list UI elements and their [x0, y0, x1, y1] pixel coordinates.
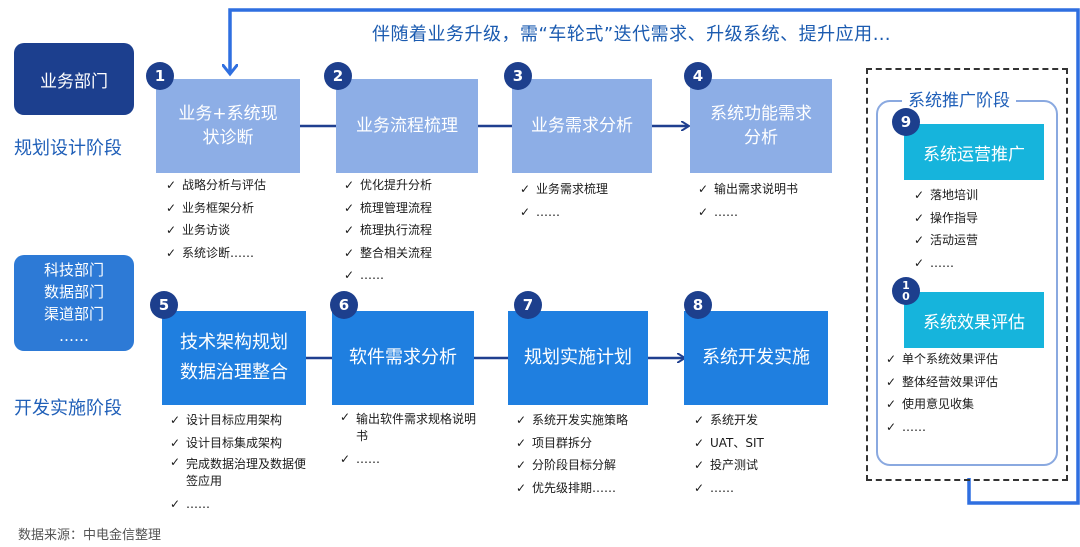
step-6-box: 软件需求分析 [332, 311, 474, 405]
list-item: …… [340, 448, 480, 471]
step-8-number: 8 [684, 291, 712, 319]
list-item: 项目群拆分 [516, 432, 666, 455]
step-3-number: 3 [504, 62, 532, 90]
list-item: 业务需求梳理 [520, 178, 670, 201]
step-3-title: 业务需求分析 [531, 116, 633, 136]
list-item: 操作指导 [914, 207, 1044, 230]
list-item: 输出需求说明书 [698, 178, 848, 201]
list-item: …… [914, 252, 1044, 275]
promotion-stage-dashed-frame [866, 68, 1068, 481]
list-item: 梳理执行流程 [344, 219, 494, 242]
step-1-box: 业务+系统现 状诊断 [156, 79, 300, 173]
step-10-box: 系统效果评估 [904, 292, 1044, 348]
list-item: UAT、SIT [694, 432, 834, 455]
step-9-number: 9 [892, 108, 920, 136]
step-1-list: 战略分析与评估 业务框架分析 业务访谈 系统诊断…… [166, 174, 316, 264]
list-item: …… [694, 477, 834, 500]
list-item: …… [344, 264, 494, 287]
list-item: …… [520, 201, 670, 224]
list-item: 落地培训 [914, 184, 1044, 207]
development-phase-label: 开发实施阶段 [14, 398, 122, 419]
step-10-list: 单个系统效果评估 整体经营效果评估 使用意见收集 …… [886, 348, 1056, 438]
step-2-box: 业务流程梳理 [336, 79, 478, 173]
step-3-list: 业务需求梳理 …… [520, 178, 670, 223]
step-4-title-line-1: 系统功能需求 [710, 104, 812, 124]
business-department-label: 业务部门 [40, 71, 108, 92]
step-8-box: 系统开发实施 [684, 311, 828, 405]
step-6-number: 6 [330, 291, 358, 319]
more-departments-label: …… [59, 327, 89, 345]
step-1-title-line-2: 状诊断 [202, 128, 254, 148]
channel-department-label: 渠道部门 [43, 305, 104, 323]
list-item: 业务框架分析 [166, 197, 316, 220]
list-item: 分阶段目标分解 [516, 454, 666, 477]
data-department-label: 数据部门 [43, 283, 104, 301]
data-source-note: 数据来源：中电金信整理 [18, 528, 162, 543]
list-item: 业务访谈 [166, 219, 316, 242]
step-7-number: 7 [514, 291, 542, 319]
list-item: 输出软件需求规格说明书 [340, 409, 480, 448]
step-6-list: 输出软件需求规格说明书 …… [340, 409, 480, 471]
step-9-list: 落地培训 操作指导 活动运营 …… [914, 184, 1044, 274]
list-item: 设计目标集成架构 [170, 432, 308, 455]
step-10-digit-2: 0 [902, 290, 910, 303]
list-item: 系统开发 [694, 409, 834, 432]
step-5-number: 5 [150, 291, 178, 319]
step-5-title-line-2: 数据治理整合 [180, 362, 288, 383]
list-item: 单个系统效果评估 [886, 348, 1056, 371]
tech-department-label: 科技部门 [43, 261, 104, 279]
business-department-bubble: 业务部门 [14, 43, 134, 115]
tech-department-bubble: 科技部门 数据部门 渠道部门 …… [14, 255, 134, 351]
step-9-title: 系统运营推广 [923, 144, 1025, 165]
step-10-title: 系统效果评估 [923, 312, 1025, 333]
step-2-number: 2 [324, 62, 352, 90]
step-10-number: 1 0 [892, 277, 920, 305]
list-item: 战略分析与评估 [166, 174, 316, 197]
list-item: 优先级排期…… [516, 477, 666, 500]
step-9-box: 系统运营推广 [904, 124, 1044, 180]
step-5-box: 技术架构规划 数据治理整合 [162, 311, 306, 405]
step-1-title-line-1: 业务+系统现 [178, 104, 278, 124]
step-4-title-line-2: 分析 [744, 128, 778, 148]
list-item: 投产测试 [694, 454, 834, 477]
list-item: 系统开发实施策略 [516, 409, 666, 432]
step-5-list: 设计目标应用架构 设计目标集成架构 完成数据治理及数据便签应用 …… [170, 409, 308, 516]
step-5-title-line-1: 技术架构规划 [180, 332, 288, 353]
step-4-number: 4 [684, 62, 712, 90]
list-item: 整合相关流程 [344, 242, 494, 265]
step-7-box: 规划实施计划 [508, 311, 648, 405]
planning-phase-label: 规划设计阶段 [14, 138, 122, 159]
list-item: …… [698, 201, 848, 224]
list-item: 完成数据治理及数据便签应用 [170, 454, 308, 493]
step-8-list: 系统开发 UAT、SIT 投产测试 …… [694, 409, 834, 499]
step-2-title: 业务流程梳理 [356, 116, 458, 136]
list-item: 梳理管理流程 [344, 197, 494, 220]
list-item: 优化提升分析 [344, 174, 494, 197]
step-6-title: 软件需求分析 [349, 347, 457, 368]
step-1-number: 1 [146, 62, 174, 90]
step-8-title: 系统开发实施 [702, 347, 810, 368]
iteration-banner: 伴随着业务升级，需“车轮式”迭代需求、升级系统、提升应用… [372, 24, 892, 45]
step-4-list: 输出需求说明书 …… [698, 178, 848, 223]
list-item: 设计目标应用架构 [170, 409, 308, 432]
list-item: 活动运营 [914, 229, 1044, 252]
step-4-box: 系统功能需求 分析 [690, 79, 832, 173]
step-7-list: 系统开发实施策略 项目群拆分 分阶段目标分解 优先级排期…… [516, 409, 666, 499]
step-2-list: 优化提升分析 梳理管理流程 梳理执行流程 整合相关流程 …… [344, 174, 494, 287]
list-item: 使用意见收集 [886, 393, 1056, 416]
list-item: 整体经营效果评估 [886, 371, 1056, 394]
step-3-box: 业务需求分析 [512, 79, 652, 173]
list-item: …… [170, 493, 308, 516]
list-item: …… [886, 416, 1056, 439]
step-7-title: 规划实施计划 [524, 347, 632, 368]
list-item: 系统诊断…… [166, 242, 316, 265]
promotion-phase-label: 系统推广阶段 [902, 86, 1016, 111]
